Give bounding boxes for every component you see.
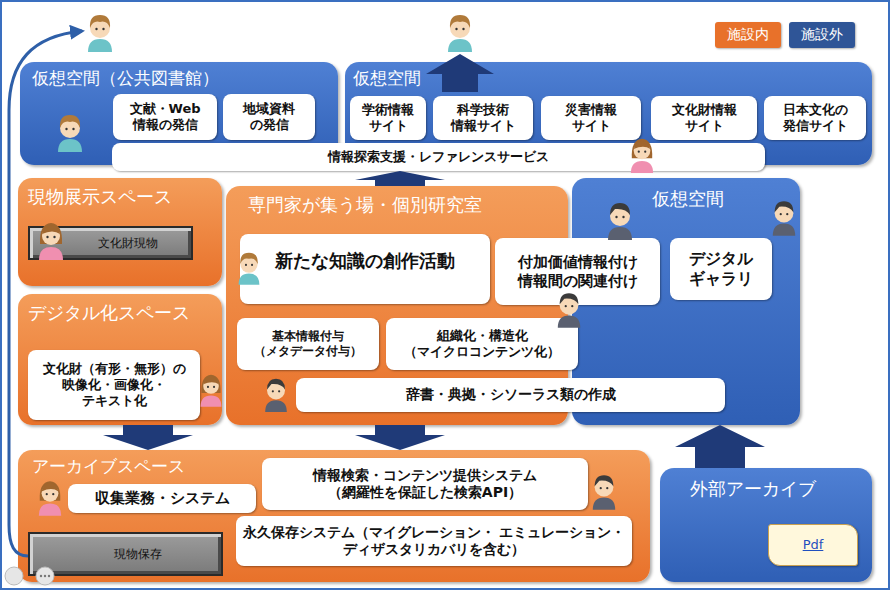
- text-box: 災害情報 サイト: [541, 96, 641, 140]
- box-label: 文化財（有形・無形）の 映像化・画像化・ テキスト化: [34, 361, 194, 410]
- box-label: 付加価値情報付け 情報間の関連付け: [501, 253, 654, 291]
- panel-heading: 外部アーカイブ: [690, 478, 816, 500]
- box-label: 文献・Web 情報の発信: [119, 101, 211, 134]
- text-box: 文化財情報 サイト: [651, 96, 757, 140]
- person-icon: [239, 253, 260, 285]
- box-label: 情報検索・コンテンツ提供システム （網羅性を保証した検索API）: [268, 467, 582, 502]
- text-box: 組織化・構造化 （マイクロコンテンツ化）: [386, 318, 578, 370]
- person-icon: [39, 481, 61, 516]
- person-icon: [773, 201, 795, 236]
- box-label: 情報探索支援・レファレンスサービス: [328, 149, 549, 165]
- space-panel: 現物展示スペース文化財現物: [18, 178, 222, 286]
- box-label: 新たな知識の創作活動: [275, 250, 455, 273]
- text-box: 付加価値情報付け 情報間の関連付け: [495, 238, 660, 305]
- text-box: 収集業務・システム: [68, 484, 256, 513]
- box-label: 文化財現物: [98, 236, 158, 251]
- text-box: 情報探索支援・レファレンスサービス: [112, 143, 765, 171]
- box-label: 収集業務・システム: [95, 489, 230, 508]
- ui-icon-dot: [44, 575, 46, 577]
- person-icon: [593, 475, 615, 510]
- block-arrow: [103, 425, 193, 450]
- text-box: 永久保存システム（マイグレーション・ エミュレーション・ディザスタリカバリを含む…: [236, 516, 632, 566]
- box-label: 基本情報付与 （メタデータ付与）: [243, 329, 373, 359]
- text-box: 文献・Web 情報の発信: [113, 94, 217, 140]
- block-arrow: [426, 54, 494, 92]
- text-box: 情報検索・コンテンツ提供システム （網羅性を保証した検索API）: [262, 458, 588, 510]
- person-icon: [39, 223, 63, 260]
- person-icon: [201, 375, 222, 407]
- ui-icon: [36, 567, 54, 585]
- object-box: 現物保存: [28, 532, 223, 576]
- box-label: 地域資料 の発信: [229, 101, 309, 134]
- block-arrow: [355, 425, 445, 450]
- text-box: 文化財（有形・無形）の 映像化・画像化・ テキスト化: [28, 350, 200, 420]
- panel-heading: 専門家が集う場・個別研究室: [248, 194, 482, 216]
- panel-heading: アーカイブスペース: [32, 456, 185, 476]
- text-box: デジタル ギャラリ: [670, 238, 772, 300]
- panel-heading: 現物展示スペース: [28, 186, 172, 208]
- space-panel: アーカイブスペース収集業務・システム 情報検索・コンテンツ提供システム （網羅性を…: [18, 450, 650, 582]
- person-icon: [558, 293, 580, 328]
- person-icon: [88, 15, 112, 52]
- text-box: 地域資料 の発信: [223, 94, 315, 140]
- space-panel: 専門家が集う場・個別研究室新たな知識の創作活動付加価値情報付け 情報間の関連付け…: [226, 186, 568, 425]
- box-label: 現物保存: [114, 547, 162, 562]
- legend-swatch: 施設内: [715, 22, 781, 48]
- ui-icon-dot: [48, 575, 50, 577]
- text-box: 辞書・典拠・シソーラス類の作成: [296, 378, 725, 412]
- flow-curve: [9, 31, 82, 556]
- text-box: 学術情報 サイト: [350, 96, 426, 140]
- box-label: 学術情報 サイト: [356, 102, 420, 135]
- text-box: 基本情報付与 （メタデータ付与）: [237, 318, 379, 370]
- person-icon: [608, 203, 632, 240]
- legend-text: 施設内: [727, 26, 769, 44]
- ui-icon-dot: [40, 575, 42, 577]
- block-arrow: [355, 171, 445, 186]
- panel-heading: デジタル化スペース: [28, 302, 190, 324]
- legend: 施設内 施設外: [715, 22, 863, 48]
- box-label: 災害情報 サイト: [547, 102, 635, 135]
- space-panel: デジタル化スペース文化財（有形・無形）の 映像化・画像化・ テキスト化: [18, 294, 222, 425]
- panel-heading: 仮想空間: [652, 188, 724, 210]
- box-label: 組織化・構造化 （マイクロコンテンツ化）: [392, 328, 572, 361]
- text-box: 新たな知識の創作活動: [240, 234, 490, 304]
- box-label: デジタル ギャラリ: [676, 249, 766, 289]
- box-label: 日本文化の 発信サイト: [770, 102, 860, 135]
- panel-heading: 仮想空間（公共図書館）: [32, 68, 219, 88]
- box-label: Pdf: [803, 537, 824, 553]
- document-icon: Pdf: [768, 524, 858, 566]
- person-icon: [448, 15, 472, 52]
- legend-text: 施設外: [801, 26, 843, 44]
- box-label: 文化財情報 サイト: [657, 102, 751, 135]
- person-icon: [58, 115, 82, 152]
- text-box: 科学技術 情報サイト: [433, 96, 533, 140]
- ui-icon: [5, 567, 23, 585]
- person-icon: [631, 139, 653, 173]
- box-label: 科学技術 情報サイト: [439, 102, 527, 135]
- box-label: 辞書・典拠・シソーラス類の作成: [406, 386, 616, 404]
- object-box: 文化財現物: [28, 226, 193, 260]
- person-icon: [265, 379, 287, 412]
- block-arrow: [675, 425, 765, 468]
- space-panel: 外部アーカイブ Pdf: [660, 468, 872, 582]
- box-label: 永久保存システム（マイグレーション・ エミュレーション・ディザスタリカバリを含む…: [242, 524, 626, 559]
- panel-heading: 仮想空間: [353, 68, 421, 88]
- text-box: 日本文化の 発信サイト: [764, 96, 866, 140]
- legend-swatch: 施設外: [789, 22, 855, 48]
